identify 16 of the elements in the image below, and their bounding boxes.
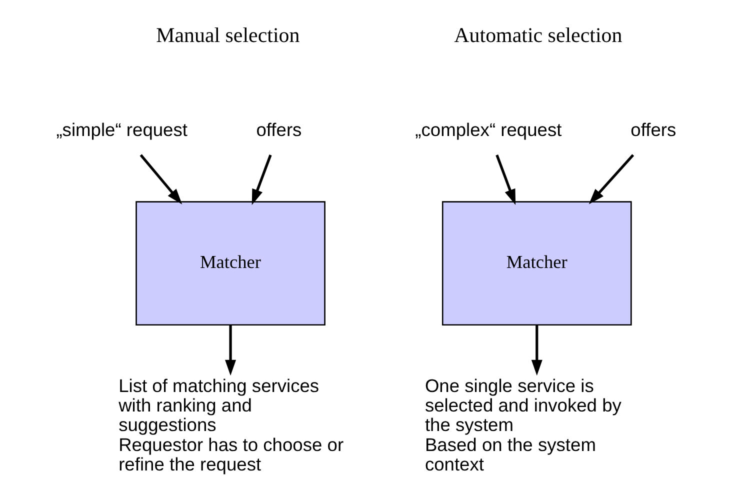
node-text: offers	[630, 118, 676, 140]
node-text: „complex“ request	[415, 118, 562, 140]
node-text: One single service is selected and invoked by the system Based on the system context	[424, 374, 622, 474]
arrow	[225, 325, 236, 376]
arrow	[140, 154, 182, 204]
arrow	[588, 154, 634, 204]
node-box: Matcher	[442, 201, 632, 326]
arrow	[531, 325, 542, 376]
node-text: List of matching services with ranking and suggestions Requestor has to choose or refine the request	[118, 374, 344, 474]
label: Automatic selection	[454, 22, 622, 47]
label: Manual selection	[156, 22, 300, 47]
arrow	[252, 154, 272, 206]
node-text: offers	[256, 118, 302, 140]
node-box: Matcher	[136, 201, 326, 326]
arrow	[496, 154, 516, 206]
node-text: „simple“ request	[56, 118, 188, 140]
